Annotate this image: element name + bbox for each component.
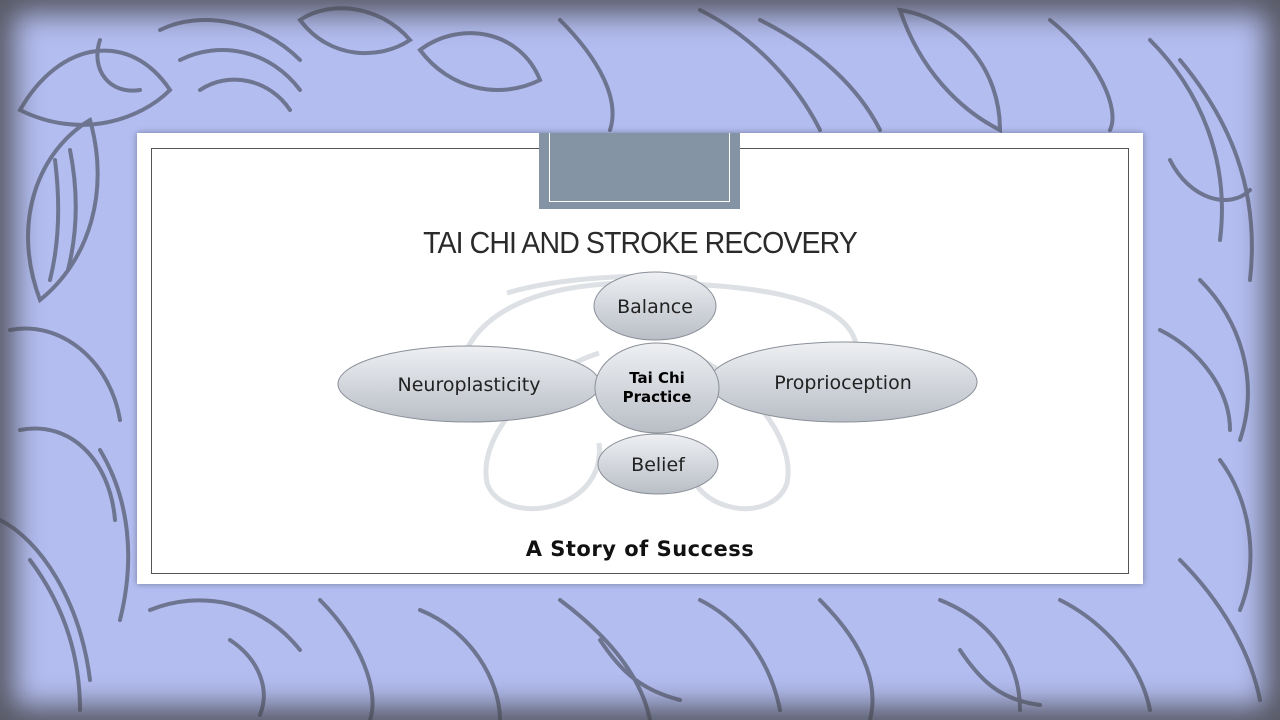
node-center-label-line1: Tai Chi [629,369,685,387]
node-bottom-label: Belief [631,454,686,476]
node-bottom: Belief [597,433,719,495]
node-left-label: Neuroplasticity [398,374,541,396]
slide-title: TAI CHI AND STROKE RECOVERY [423,225,858,260]
slide-subtitle: A Story of Success [525,537,755,561]
tai-chi-diagram: Balance Neuroplasticity Proprioception B… [337,271,978,512]
header-accent-tab-outline [549,133,730,202]
node-right-label: Proprioception [774,372,912,394]
header-accent-tab [539,133,740,209]
node-left: Neuroplasticity [337,345,601,423]
node-top: Balance [593,271,717,341]
node-center-label-line2: Practice [623,388,692,406]
slide-card: TAI CHI AND STROKE RECOVERY Balance Neur… [137,133,1143,584]
node-top-label: Balance [617,296,693,318]
node-center: Tai Chi Practice [594,342,720,434]
node-right: Proprioception [708,341,978,423]
